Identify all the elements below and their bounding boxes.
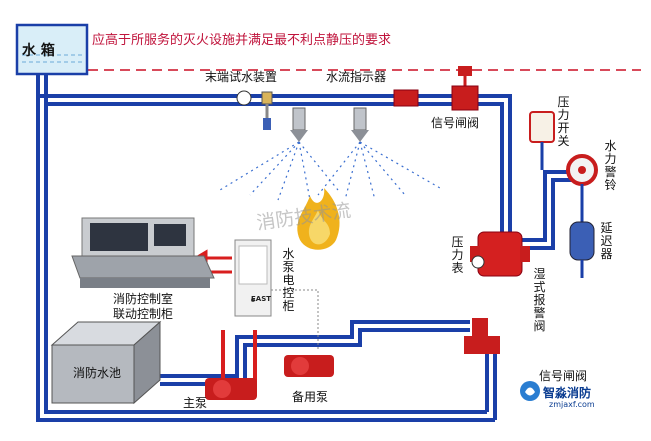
sprinkler-heads — [290, 107, 369, 142]
end-test-device-label: 末端试水装置 — [205, 70, 278, 84]
wet-alarm-valve-icon — [470, 231, 530, 277]
linkage-cabinet-label: 联动控制柜 — [113, 307, 174, 321]
cabinet-brand-tag: EAST — [251, 295, 272, 303]
main-pump-label: 主泵 — [183, 396, 208, 410]
water-spray-pattern — [219, 141, 441, 201]
retard-chamber-icon — [569, 221, 595, 278]
logo-icon — [520, 381, 540, 401]
bottom-signal-gate-valve-label: 信号闸阀 — [539, 369, 588, 383]
water-tank — [15, 23, 89, 76]
control-room-label: 消防控制室 — [113, 292, 174, 306]
pump-control-cabinet-icon — [234, 239, 272, 317]
pressure-switch-icon — [529, 111, 555, 170]
bottom-signal-gate-valve-icon — [464, 318, 500, 354]
water-flow-indicator-icon — [393, 89, 419, 107]
logo-name: 智淼消防 — [543, 386, 592, 400]
water-tank-label: 水 箱 — [22, 43, 55, 59]
retard-chamber-label: 延迟器 — [600, 221, 613, 261]
control-room-console-icon — [71, 217, 215, 288]
pump-control-cabinet-label: 水泵电控柜 — [282, 247, 295, 313]
standby-pump-label: 备用泵 — [292, 390, 329, 404]
fire-pool-label: 消防水池 — [73, 366, 122, 380]
fire-pool — [50, 320, 162, 405]
pressure-switch-label: 压力开关 — [557, 95, 570, 148]
standby-pump-icon — [284, 355, 334, 377]
top-signal-gate-valve-label: 信号闸阀 — [431, 116, 480, 130]
water-flow-indicator-label: 水流指示器 — [326, 70, 387, 84]
top-note: 应高于所服务的灭火设施并满足最不利点静压的要求 — [92, 33, 392, 48]
red-pump-pipes — [221, 330, 257, 384]
logo-url: zmjaxf.com — [549, 400, 595, 409]
top-signal-gate-valve-icon — [451, 66, 479, 111]
fire-icon — [297, 188, 340, 250]
end-test-device-icon — [236, 90, 273, 130]
main-pump-icon — [205, 378, 257, 400]
water-alarm-bell-icon — [566, 154, 598, 222]
wet-alarm-valve-label: 湿式报警阀 — [533, 267, 546, 333]
pressure-gauge-label: 压力表 — [451, 235, 464, 275]
water-alarm-bell-label: 水力警铃 — [604, 139, 617, 192]
